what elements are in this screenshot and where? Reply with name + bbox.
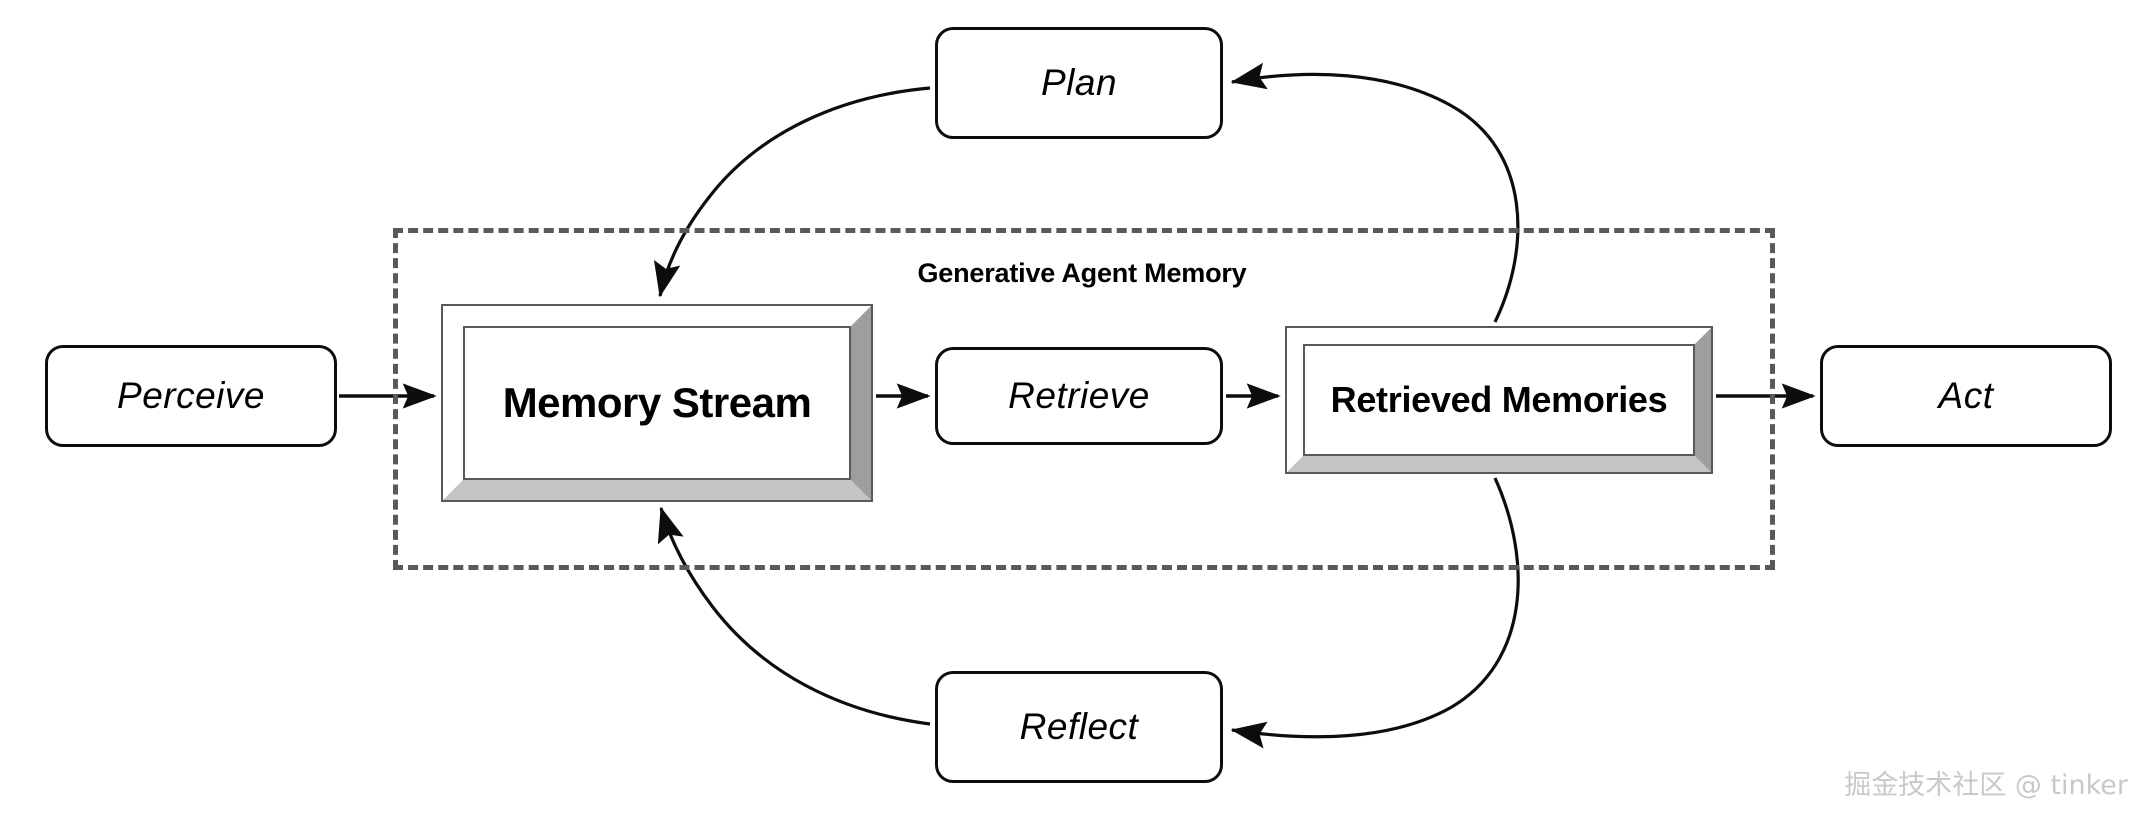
node-retrieve-label: Retrieve <box>1008 375 1150 416</box>
retrieved-memories-bevel <box>1287 328 1711 472</box>
group-label: Generative Agent Memory <box>0 258 2150 289</box>
node-act[interactable]: Act <box>1820 345 2112 447</box>
node-retrieve[interactable]: Retrieve <box>935 347 1223 445</box>
node-reflect-label: Reflect <box>1019 706 1139 747</box>
node-perceive[interactable]: Perceive <box>45 345 337 447</box>
generative-agent-memory-group <box>393 228 1775 570</box>
node-memory-stream[interactable]: Memory Stream <box>441 304 873 502</box>
memory-stream-bevel <box>443 306 871 500</box>
watermark: 掘金技术社区 @ tinker <box>1844 770 2128 801</box>
node-perceive-label: Perceive <box>117 375 265 416</box>
node-plan-label: Plan <box>1040 62 1118 103</box>
node-memory-stream-label: Memory Stream <box>502 378 812 426</box>
node-reflect[interactable]: Reflect <box>935 671 1223 783</box>
memory-stream-inner: Memory Stream <box>463 326 851 480</box>
node-plan[interactable]: Plan <box>935 27 1223 139</box>
node-retrieved-memories-label: Retrieved Memories <box>1330 379 1668 421</box>
group-label-text: Generative Agent Memory <box>917 258 1247 288</box>
node-retrieved-memories[interactable]: Retrieved Memories <box>1285 326 1713 474</box>
retrieved-memories-inner: Retrieved Memories <box>1303 344 1695 456</box>
node-act-label: Act <box>1938 375 1994 416</box>
